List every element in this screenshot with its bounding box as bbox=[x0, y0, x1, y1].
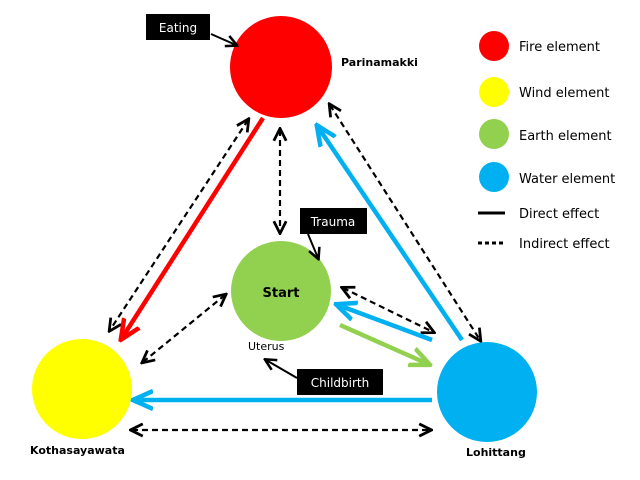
trauma-arrow bbox=[307, 233, 318, 258]
indirect-arrow-fire-water bbox=[330, 105, 480, 340]
water-element-circle bbox=[437, 342, 537, 442]
direct-arrow-water-to-fire bbox=[318, 127, 464, 342]
eating-box: Eating bbox=[146, 14, 210, 40]
childbirth-arrow bbox=[266, 360, 298, 379]
legend-fire-swatch bbox=[479, 31, 509, 61]
earth-element-circle bbox=[231, 241, 331, 341]
fire-node-label: Parinamakki bbox=[341, 56, 418, 69]
legend-wind-label: Wind element bbox=[519, 86, 609, 101]
earth-node-label: Uterus bbox=[248, 340, 285, 353]
wind-element-circle bbox=[32, 339, 132, 439]
trauma-box-label: Trauma bbox=[310, 215, 356, 229]
trauma-box: Trauma bbox=[300, 208, 367, 234]
legend-water-swatch bbox=[479, 162, 509, 192]
eating-arrow bbox=[210, 33, 236, 45]
wind-node-label: Kothasayawata bbox=[30, 444, 125, 457]
direct-arrow-fire-to-wind bbox=[122, 116, 265, 338]
direct-arrow-earth-to-water bbox=[339, 322, 428, 364]
indirect-arrow-fire-wind-left bbox=[110, 120, 248, 330]
legend-earth-swatch bbox=[479, 119, 509, 149]
childbirth-box-label: Childbirth bbox=[311, 376, 369, 390]
legend-earth-label: Earth element bbox=[519, 129, 612, 144]
legend-water-label: Water element bbox=[519, 172, 615, 187]
indirect-arrow-earth-wind bbox=[143, 295, 225, 362]
legend-wind-swatch bbox=[479, 77, 509, 107]
legend-fire-label: Fire element bbox=[519, 40, 600, 55]
direct-arrow-water-to-earth bbox=[338, 305, 433, 343]
fire-element-circle bbox=[230, 16, 332, 118]
legend-indirect-label: Indirect effect bbox=[519, 237, 610, 252]
indirect-arrow-earth-water bbox=[343, 288, 433, 332]
water-node-label: Lohittang bbox=[466, 446, 526, 459]
legend: Fire element Wind element Earth element … bbox=[478, 31, 615, 252]
legend-direct-label: Direct effect bbox=[519, 207, 599, 222]
earth-inner-label: Start bbox=[263, 286, 300, 301]
eating-box-label: Eating bbox=[159, 21, 197, 35]
childbirth-box: Childbirth bbox=[297, 369, 383, 395]
